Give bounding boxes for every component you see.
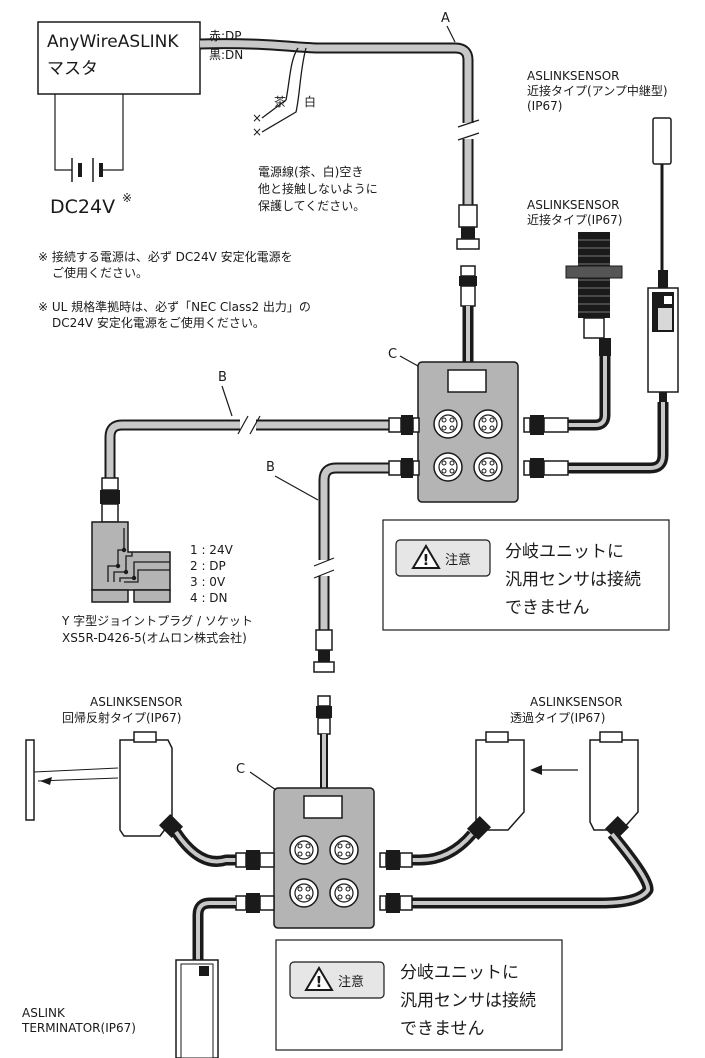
connector-b1-c1 <box>388 415 420 435</box>
unit-port <box>433 409 463 439</box>
svg-text:×: × <box>252 125 262 139</box>
cable-b2-label: B <box>266 460 275 475</box>
sensor-prox-line1: ASLINKSENSOR <box>527 198 619 212</box>
unit-port <box>289 835 319 865</box>
terminator-line2: TERMINATOR(IP67) <box>21 1021 136 1035</box>
note1-line2: ご使用ください。 <box>52 265 148 280</box>
cable-a-label: A <box>441 11 450 26</box>
sensor-amp-line1: ASLINKSENSOR <box>527 69 619 83</box>
note2-line2: DC24V 安定化電源をご使用ください。 <box>52 315 265 330</box>
thru-beam-sensors <box>410 731 654 909</box>
warning-1-line3: できません <box>505 598 590 618</box>
unit-c1-label: C <box>388 347 397 362</box>
sensor-thru-line1: ASLINKSENSOR <box>530 695 622 709</box>
cable-b1-label: B <box>218 370 227 385</box>
unit-port <box>329 878 359 908</box>
sensor-thru-line2: 透過タイプ(IP67) <box>510 711 605 725</box>
connector-a <box>456 204 480 362</box>
cable-a <box>199 38 480 205</box>
warning-box-2: ! <box>275 939 563 1051</box>
y-joint-plug <box>91 477 171 603</box>
cable-b1 <box>104 415 389 478</box>
warning-triangle-icon <box>304 966 334 991</box>
power-note-1: 電源線(茶、白)空き <box>258 164 363 179</box>
connector-b2-c2 <box>313 629 335 788</box>
connector-prox <box>523 415 569 435</box>
connector-b2-c1 <box>388 458 420 478</box>
sensor-amp-line2: 近接タイプ(アンプ中継型) <box>527 83 668 98</box>
pin-3: 3 : 0V <box>190 575 226 589</box>
connector-retro <box>235 850 275 870</box>
warning-2-line1: 分岐ユニットに <box>400 963 519 983</box>
wire-black-label: 黒:DN <box>209 48 243 62</box>
unit-port <box>433 452 463 482</box>
power-wires: × × <box>252 47 307 139</box>
sensor-retro-line2: 回帰反射タイプ(IP67) <box>62 710 181 725</box>
svg-text:!: ! <box>423 551 430 569</box>
pin-1: 1 : 24V <box>190 543 234 557</box>
connector-amp <box>523 458 569 478</box>
warning-triangle-icon <box>411 544 441 569</box>
proximity-sensor <box>565 232 623 431</box>
svg-text:×: × <box>252 111 262 125</box>
cable-b2 <box>313 462 389 630</box>
connector-thru-1 <box>379 850 413 870</box>
master-unit: AnyWireASLINK マスタ <box>37 21 201 95</box>
sensor-amp-line3: (IP67) <box>527 99 562 113</box>
retroreflective-sensor <box>25 731 236 867</box>
pin-4: 4 : DN <box>190 591 228 605</box>
branch-unit-c1 <box>417 361 519 503</box>
terminator <box>175 893 275 1058</box>
power-supply-symbol <box>54 94 124 182</box>
unit-port <box>289 878 319 908</box>
wire-white-label: 白 <box>304 94 316 109</box>
sensor-retro-line1: ASLINKSENSOR <box>90 695 182 709</box>
unit-port <box>473 452 503 482</box>
note2-line1: ※ UL 規格準拠時は、必ず「NEC Class2 出力」の <box>38 299 311 314</box>
plug-name: Y 字型ジョイントプラグ / ソケット <box>61 613 253 628</box>
plug-model: XS5R-D426-5(オムロン株式会社) <box>62 630 247 645</box>
svg-text:!: ! <box>316 973 323 991</box>
warning-2-line2: 汎用センサは接続 <box>400 991 536 1011</box>
warning-1-line1: 分岐ユニットに <box>505 542 624 562</box>
pin-2: 2 : DP <box>190 559 226 573</box>
warning-2-caution: 注意 <box>338 974 364 990</box>
dc24v-label: DC24V <box>50 196 115 218</box>
master-title: AnyWireASLINK <box>47 32 179 52</box>
power-note-2: 他と接触しないように <box>258 181 378 196</box>
branch-unit-c2 <box>273 787 375 929</box>
power-note-3: 保護してください。 <box>258 198 365 213</box>
unit-c2-label: C <box>236 762 245 777</box>
warning-1-line2: 汎用センサは接続 <box>505 570 641 590</box>
terminator-line1: ASLINK <box>22 1006 66 1020</box>
wire-red-label: 赤:DP <box>209 29 242 43</box>
wire-brown-label: 茶 <box>274 94 286 109</box>
sensor-prox-line2: 近接タイプ(IP67) <box>527 212 622 227</box>
unit-port <box>329 835 359 865</box>
warning-box-1: ! <box>382 519 670 631</box>
warning-1-caution: 注意 <box>445 552 471 568</box>
warning-2-line3: できません <box>400 1019 485 1039</box>
master-subtitle: マスタ <box>47 59 98 79</box>
connector-thru-2 <box>379 893 413 913</box>
dc24v-mark: ※ <box>122 191 132 205</box>
note1-line1: ※ 接続する電源は、必ず DC24V 安定化電源を <box>38 249 293 264</box>
unit-port <box>473 409 503 439</box>
amp-relay-sensor <box>568 117 679 474</box>
